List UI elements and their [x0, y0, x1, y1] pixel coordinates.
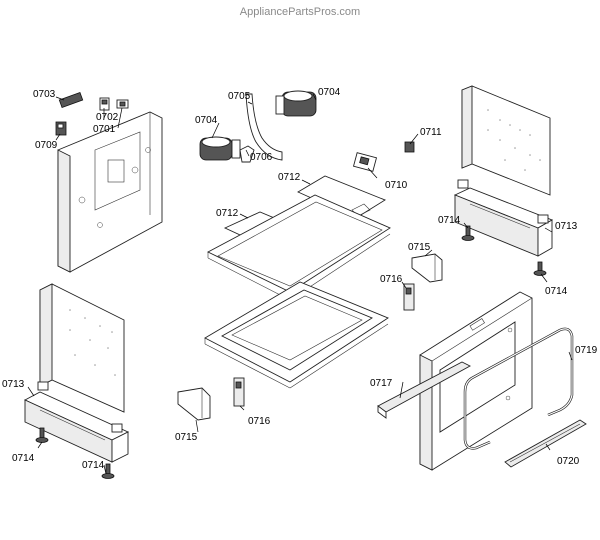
label-0704-left: 0704	[195, 115, 218, 126]
part-0715-bracket-right[interactable]	[411, 253, 443, 283]
label-0715-left: 0715	[175, 432, 198, 443]
part-0719-door-gasket[interactable]	[463, 327, 574, 450]
part-0705-duct-tube[interactable]	[245, 93, 283, 161]
label-0713-right: 0713	[555, 221, 578, 232]
left-side-panel-lower[interactable]	[39, 283, 125, 413]
label-0714-left-1: 0714	[12, 453, 35, 464]
label-0714-right-1: 0714	[438, 215, 461, 226]
label-0716-right: 0716	[380, 274, 403, 285]
label-0705: 0705	[228, 91, 251, 102]
label-0703: 0703	[33, 89, 56, 100]
part-0703-connector[interactable]	[58, 91, 84, 109]
label-0719: 0719	[575, 345, 598, 356]
watermark: AppliancePartsPros.com	[240, 6, 360, 18]
label-0712-right: 0712	[278, 172, 301, 183]
part-0714-leveling-leg-right-1[interactable]	[461, 225, 475, 241]
part-0716-hinge-receiver-left[interactable]	[233, 377, 245, 407]
part-0714-leveling-leg-left-2[interactable]	[101, 463, 115, 479]
part-0706-bracket[interactable]	[239, 145, 255, 163]
part-labels: 0703 0702 0701 0709 0704 0705 0704 0706 …	[2, 87, 598, 471]
label-0714-right-2: 0714	[545, 286, 568, 297]
part-0720-bottom-trim-strip[interactable]	[504, 419, 587, 468]
label-0706: 0706	[250, 152, 273, 163]
label-0717: 0717	[370, 378, 393, 389]
label-0712-left: 0712	[216, 208, 239, 219]
right-side-panel-upper[interactable]	[461, 85, 551, 196]
part-0714-leveling-leg-left-1[interactable]	[35, 427, 49, 443]
left-side-panel-upper[interactable]	[57, 111, 163, 273]
label-0714-left-2: 0714	[82, 460, 105, 471]
label-0711: 0711	[420, 127, 442, 138]
part-0704-fan-motor-right[interactable]	[275, 90, 317, 117]
part-0704-fan-motor-left[interactable]	[199, 136, 241, 161]
part-0714-leveling-leg-right-2[interactable]	[533, 261, 547, 276]
part-0715-bracket-left[interactable]	[177, 387, 211, 421]
part-0717-door-trim[interactable]	[377, 361, 471, 419]
part-0716-hinge-receiver-right[interactable]	[403, 283, 415, 311]
label-0710: 0710	[385, 180, 408, 191]
part-0713-base-rail-left[interactable]	[23, 381, 130, 463]
leader-lines	[27, 93, 573, 475]
label-0715-right: 0715	[408, 242, 431, 253]
part-0701-clip[interactable]	[116, 99, 129, 109]
part-0709-switch[interactable]	[55, 121, 67, 136]
label-0720: 0720	[557, 456, 580, 467]
label-0709: 0709	[35, 140, 58, 151]
label-0713-left: 0713	[2, 379, 25, 390]
label-0702: 0702	[96, 112, 119, 123]
part-0710-thermostat[interactable]	[352, 152, 378, 172]
part-0713-base-rail-right[interactable]	[453, 179, 554, 257]
label-0701: 0701	[93, 124, 116, 135]
label-0716-left: 0716	[248, 416, 271, 427]
part-0711-sensor[interactable]	[404, 141, 415, 153]
part-0702-bracket[interactable]	[99, 97, 110, 111]
oven-bottom-frame[interactable]	[204, 281, 389, 389]
label-0704-right: 0704	[318, 87, 341, 98]
